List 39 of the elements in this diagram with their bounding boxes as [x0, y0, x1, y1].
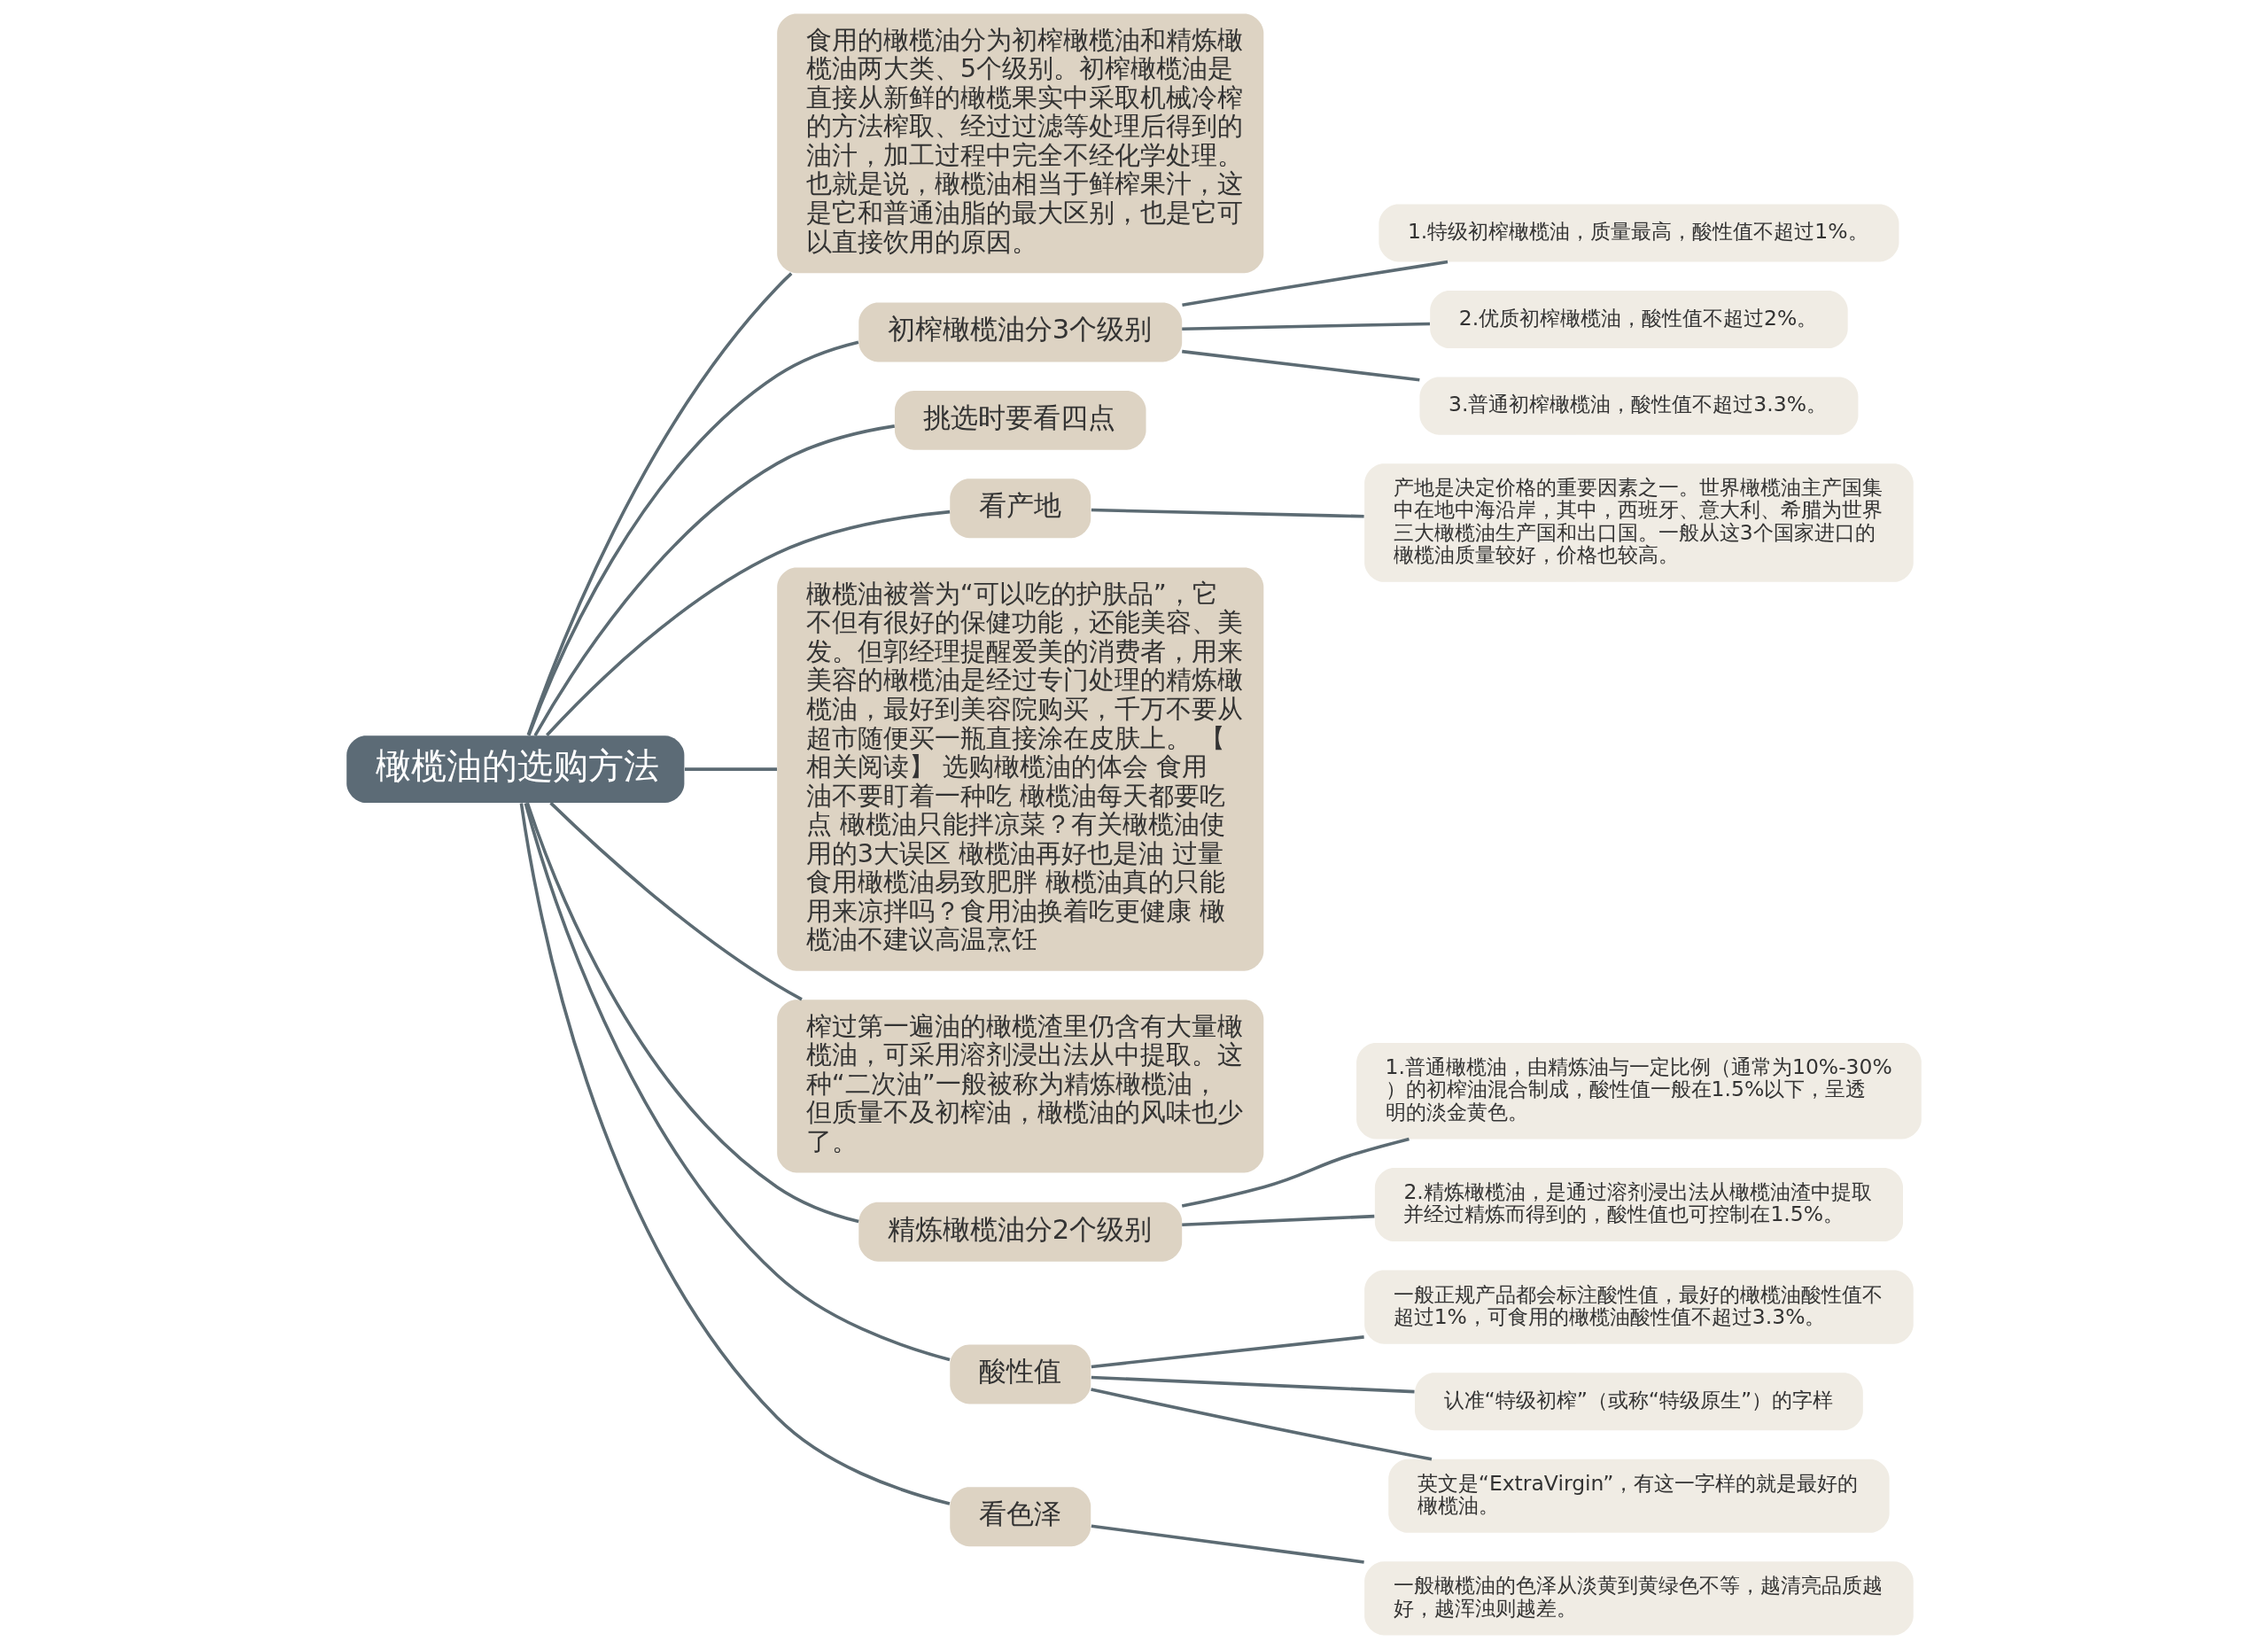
connector — [1182, 260, 1449, 307]
connector — [1091, 1375, 1415, 1394]
node-box: 英文是“ExtraVirgin”，有这一字样的就是最好的橄榄油。 — [1388, 1458, 1890, 1533]
node-box: 看色泽 — [950, 1487, 1091, 1547]
connector — [685, 767, 777, 771]
connector — [519, 803, 951, 1505]
node-box: 一般橄榄油的色泽从淡黄到黄绿色不等，越清亮品质越好，越浑浊则越差。 — [1364, 1561, 1914, 1636]
node-box: 榨过第一遍油的橄榄渣里仍含有大量橄榄油，可采用溶剂浸出法从中提取。这种“二次油”一般被称为精炼橄榄油，但质量不及初榨油，橄榄油的风味也少了。 — [777, 1000, 1264, 1173]
connector — [546, 509, 951, 737]
connector — [533, 424, 895, 736]
connector — [1091, 508, 1364, 518]
node-box: 橄榄油被誉为“可以吃的护肤品”，它不但有很好的保健功能，还能美容、美发。但郭经理提醒爱美的消费者，用来美容的橄榄油是经过专门处理的精炼橄榄油，最好到美容院购买，千万不要从超市随便买一瓶直接涂在皮肤上。 【相关阅读】 选购橄榄油的体会 食用油不要盯着一种吃 橄榄油每天都要吃点 橄榄油只能拌凉菜？有关橄榄油使用的3大误区 橄榄油再好也是油 过量食用橄榄油易致肥胖 橄榄油真的只能用来凉拌吗？食用油换着吃更健康 橄榄油不建议高温烹饪 — [777, 567, 1264, 971]
connector — [526, 272, 793, 736]
node-box: 2.优质初榨橄榄油，酸性值不超过2%。 — [1430, 291, 1848, 349]
connector — [524, 803, 951, 1362]
connector — [549, 801, 803, 1001]
node-box: 初榨橄榄油分3个级别 — [858, 302, 1183, 362]
node-box: 1.普通橄榄油，由精炼油与一定比例（通常为10%-30%）的初榨油混合制成，酸性值一般在1.5%以下，呈透明的淡金黄色。 — [1356, 1043, 1922, 1140]
connector — [1182, 1214, 1375, 1227]
node-box: 产地是决定价格的重要因素之一。世界橄榄油主产国集中在地中海沿岸，其中，西班牙、意大利、希腊为世界三大橄榄油生产国和出口国。一般从这3个国家进口的橄榄油质量较好，价格也较高。 — [1364, 463, 1914, 582]
connector — [527, 340, 859, 736]
node-box: 3.普通初榨橄榄油，酸性值不超过3.3%。 — [1419, 377, 1859, 435]
connector — [1091, 1388, 1433, 1461]
node-box: 酸性值 — [950, 1344, 1091, 1404]
node-box: 精炼橄榄油分2个级别 — [858, 1202, 1183, 1262]
node-box: 一般正规产品都会标注酸性值，最好的橄榄油酸性值不超过1%，可食用的橄榄油酸性值不超过3.3%。 — [1364, 1270, 1914, 1344]
connector — [1182, 322, 1431, 331]
node-box: 橄榄油的选购方法 — [346, 735, 685, 804]
connector — [1091, 1335, 1364, 1369]
connector — [1182, 349, 1420, 382]
node-box: 看产地 — [950, 478, 1091, 539]
connector — [1091, 1524, 1364, 1564]
node-box: 食用的橄榄油分为初榨橄榄油和精炼橄榄油两大类、5个级别。初榨橄榄油是直接从新鲜的橄榄果实中采取机械冷榨的方法榨取、经过过滤等处理后得到的油汁，加工过程中完全不经化学处理。也就是说，橄榄油相当于鲜榨果汁，这是它和普通油脂的最大区别，也是它可以直接饮用的原因。 — [777, 13, 1264, 274]
node-box: 1.特级初榨橄榄油，质量最高，酸性值不超过1%。 — [1379, 204, 1899, 262]
node-box: 2.精炼橄榄油，是通过溶剂浸出法从橄榄油渣中提取并经过精炼而得到的，酸性值也可控制在1.5%。 — [1374, 1168, 1903, 1242]
connector — [1181, 1137, 1410, 1208]
node-box: 挑选时要看四点 — [894, 390, 1146, 450]
connector — [525, 802, 859, 1224]
node-box: 认准“特级初榨”（或称“特级原生”）的字样 — [1415, 1373, 1863, 1431]
